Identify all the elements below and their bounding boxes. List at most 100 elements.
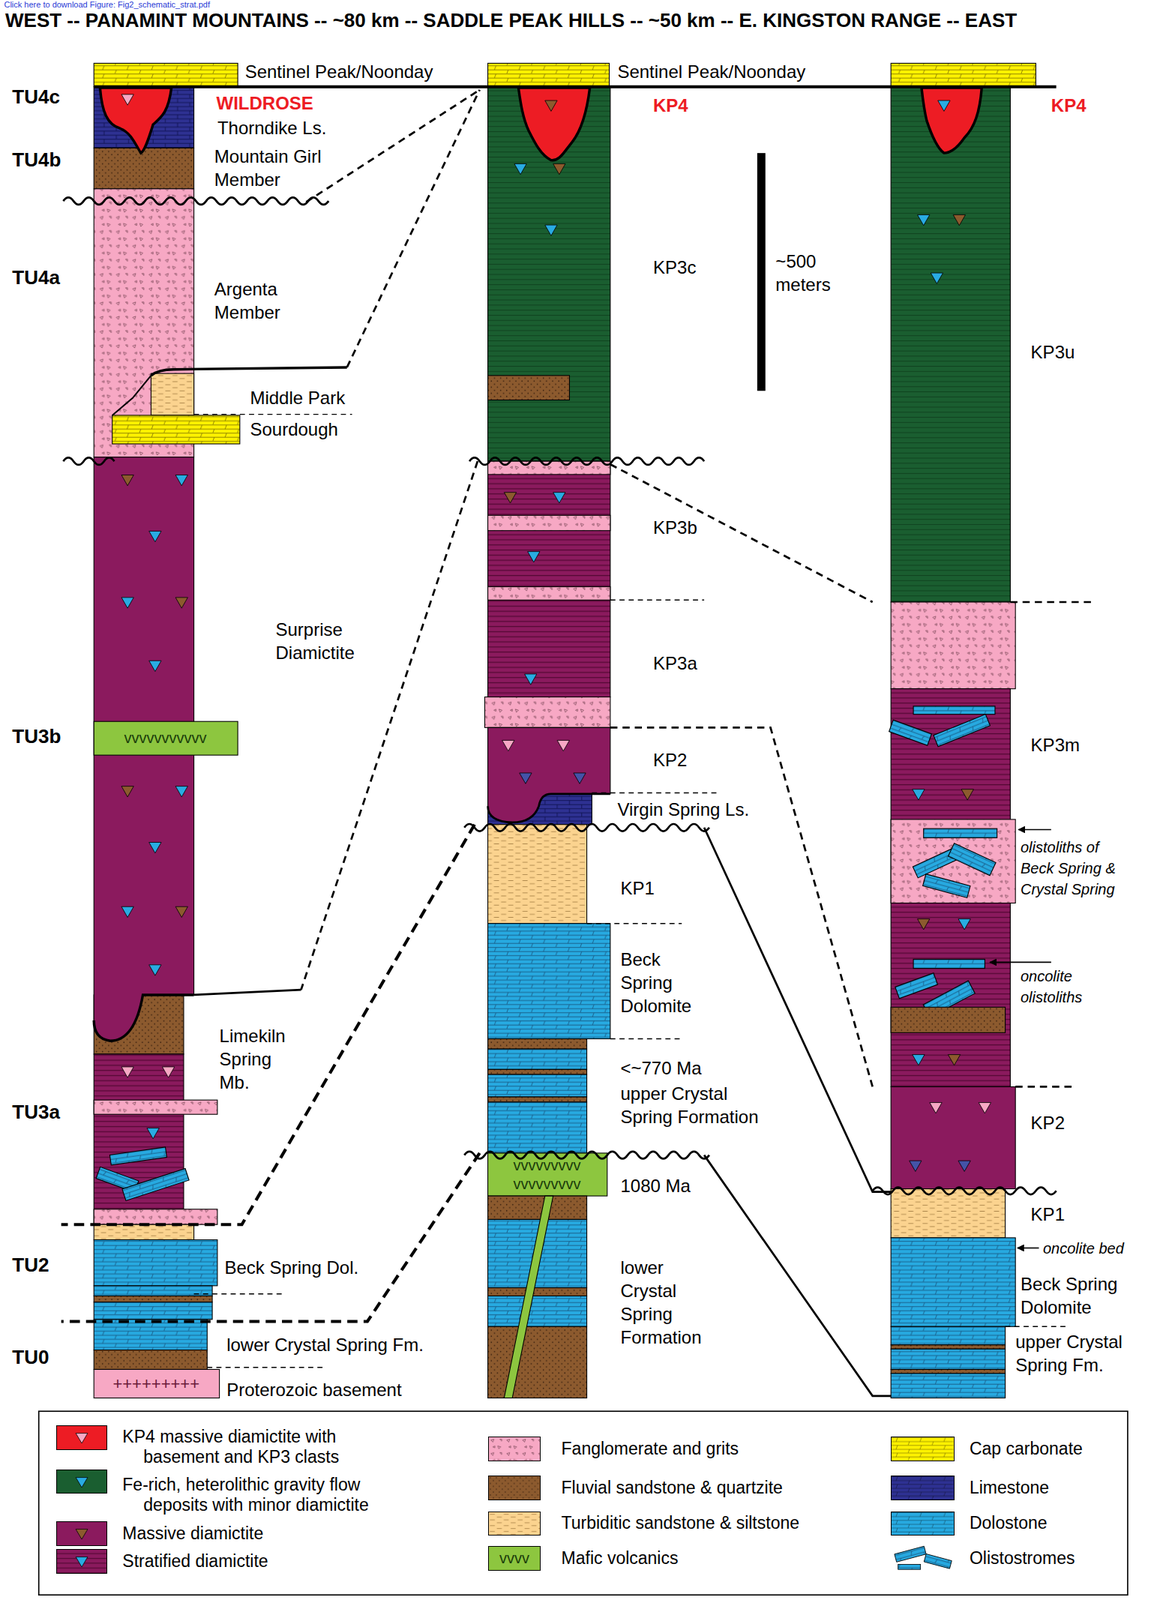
correlation-line [347,89,480,368]
clast-symbol [175,475,188,486]
unit-label: KP1 [1031,1202,1065,1226]
legend-swatch [56,1425,108,1451]
legend-swatch [488,1475,542,1501]
unit-label: Mountain Girl Member [214,144,342,192]
swatch-pattern [891,1437,954,1461]
clast-symbol [519,773,532,784]
unit-label: ~500 meters [775,249,836,297]
clast-symbol [121,786,134,798]
east-column [890,602,1016,690]
middle-column [503,1195,553,1398]
swatch-pattern [75,1433,88,1444]
legend-frame [38,1411,1128,1595]
middle-column [484,62,610,1398]
unit-label: Surprise Diamictite [275,617,373,665]
unit-label: upper Crystal Spring Fm. [1015,1330,1136,1377]
middle-column [488,1153,608,1196]
leader-arrow [1017,1247,1040,1250]
sequence-label: TU0 [11,1345,49,1370]
correlation-line [300,461,477,990]
middle-column [488,1069,588,1075]
west-column [93,1209,218,1225]
legend-text: Turbiditic sandstone & siltstone [561,1513,800,1534]
legend-frame [38,1411,1128,1595]
west-column [93,1100,218,1115]
swatch-pattern [56,1522,107,1546]
west-column [93,62,238,87]
legend-swatch [56,1521,108,1547]
clast-symbol [553,163,566,174]
unit-label: KP3u [1031,340,1076,364]
boundary-line [93,995,194,1041]
legend-text: Mafic volcanics [561,1548,679,1569]
middle-column [488,461,611,697]
middle-column [488,587,611,601]
volcanic-symbol: vvvvvvvvvvv [123,729,207,747]
west-column [93,1350,207,1370]
unit-label: Argenta Member [214,277,305,324]
swatch-pattern [891,1512,954,1536]
boundary-line [704,827,891,1193]
legend-swatch [488,1511,542,1537]
sequence-label: TU4b [11,148,61,172]
boundary-line [469,457,705,465]
unit-label: WILDROSE [216,91,314,115]
east-column [890,62,1036,87]
boundary-line [112,375,152,416]
swatch-pattern [488,1512,541,1536]
unit-label: Thorndike Ls. [217,116,327,140]
clast-symbol [121,1067,134,1078]
clast-symbol [121,94,992,1172]
unit-label: Beck Spring Dolomite [1020,1272,1126,1319]
west-column [122,1168,189,1201]
clast-symbol [557,740,570,751]
clast-symbol [947,1055,960,1066]
kp4-incision [99,87,171,153]
unit-label: Limekiln Spring Mb. [219,1024,295,1095]
clast-symbol [161,1067,174,1078]
legend-text: Fanglomerate and grits [561,1438,740,1460]
clast-symbol [553,492,566,504]
correlation-line [206,1366,327,1368]
basement-symbol: +++++++++ [112,1375,200,1393]
unit-label: Proterozoic basement [226,1378,402,1402]
middle-column [488,375,570,401]
west-column [93,1240,218,1286]
legend-text: Dolostone [969,1513,1048,1534]
clast-symbol [573,773,586,784]
clast-symbol [502,740,515,751]
unit-label: lower Crystal Spring Fm. [226,1333,424,1357]
unit-label: <~770 Ma [620,1056,702,1080]
legend-text: Stratified diamictite [122,1551,268,1572]
clast-symbol [958,1160,971,1172]
unit-label: Beck Spring Dolomite [620,947,699,1018]
callout-note: oncolite bed [1043,1237,1125,1259]
swatch-pattern [891,1512,954,1536]
middle-column [488,1295,588,1327]
unit-label: KP4 [653,93,689,117]
clast-symbol [121,475,134,486]
unit-label: KP2 [1031,1111,1065,1135]
legend-frame [923,1553,952,1569]
clast-symbol [149,660,162,672]
scale-bar [757,152,766,391]
legend-text: Massive diamictite [122,1523,264,1544]
unit-label: lower Crystal Spring Formation [620,1255,707,1349]
correlation-line [194,1293,286,1295]
middle-column [488,1288,588,1297]
clast-symbol [978,1103,991,1114]
correlation-line [194,413,353,415]
west-column [93,1054,184,1225]
clast-symbol [917,919,930,930]
boundary-line [150,367,347,376]
correlation-line [610,599,705,601]
middle-column [488,794,611,823]
scale-bar [757,152,766,391]
unit-label: Sentinel Peak/Noonday [617,59,806,84]
swatch-pattern [891,1476,954,1500]
middle-column [488,62,610,87]
swatch-pattern [56,1426,107,1450]
east-column [890,1373,1005,1399]
correlation-line [61,1153,480,1322]
legend-swatch [890,1511,954,1537]
